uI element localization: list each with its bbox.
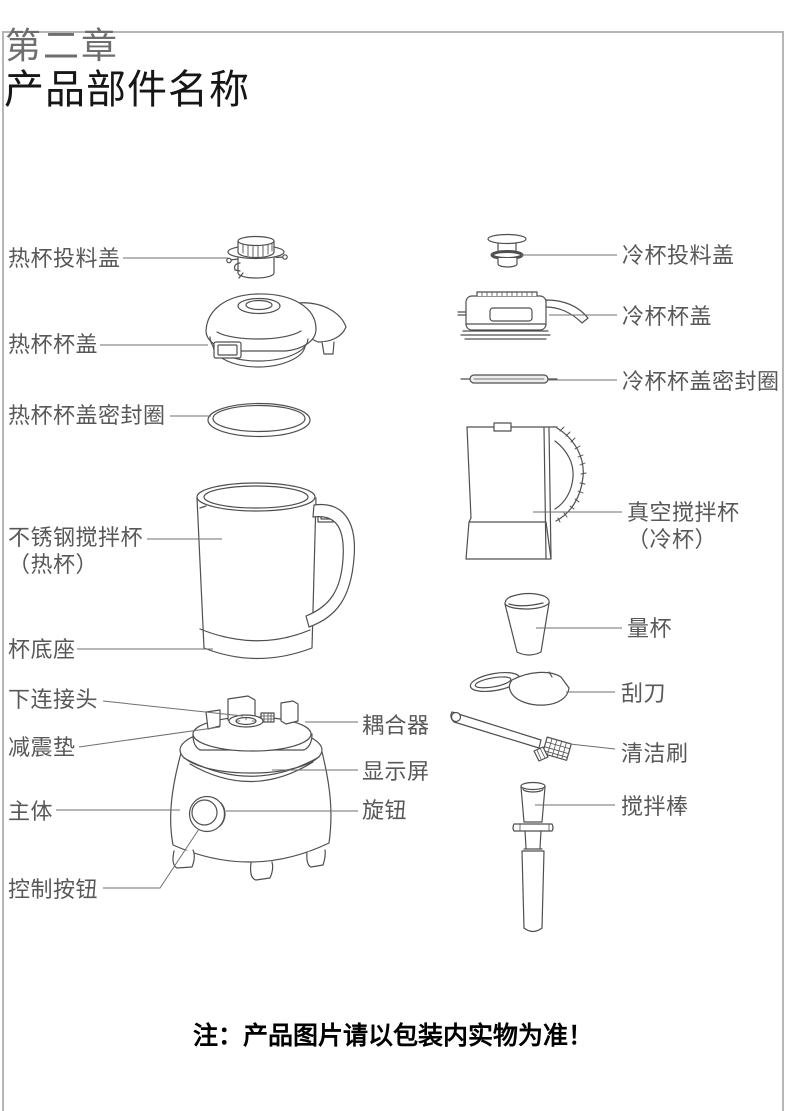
- cleaning-brush-drawing: [450, 711, 572, 762]
- main-body-drawing: [170, 695, 332, 881]
- footer-note: 注：产品图片请以包装内实物为准！: [193, 1022, 594, 1050]
- part-label-scraper: 刮刀: [621, 681, 667, 706]
- stainless-jar-drawing: [196, 482, 356, 660]
- part-label-stainless-jar-hot: 不锈钢搅拌杯 （热杯）: [8, 525, 144, 577]
- vacuum-jar-drawing: [465, 422, 587, 560]
- part-label-measuring-cup: 量杯: [627, 616, 673, 641]
- part-label-cleaning-brush: 清洁刷: [621, 741, 689, 766]
- part-label-display-screen: 显示屏: [362, 759, 430, 784]
- hot-cup-seal-ring-drawing: [207, 402, 311, 438]
- hot-cup-lid-drawing: [205, 293, 347, 368]
- hot-cup-feed-lid-drawing: [226, 235, 288, 279]
- part-label-hot-cup-lid: 热杯杯盖: [8, 332, 99, 357]
- stir-stick-drawing: [512, 781, 554, 933]
- part-label-cold-cup-seal-ring: 冷杯杯盖密封圈: [622, 369, 780, 394]
- part-label-hot-cup-lid-seal-ring: 热杯杯盖密封圈: [8, 403, 166, 428]
- part-label-main-body: 主体: [8, 799, 54, 824]
- leader-lower-connector: [102, 700, 244, 717]
- leader-control-button: [103, 828, 200, 889]
- leader-cleaning-brush: [569, 743, 616, 750]
- part-label-coupler: 耦合器: [362, 713, 430, 738]
- page-title: 产品部件名称: [4, 68, 250, 112]
- part-label-knob: 旋钮: [362, 798, 408, 823]
- part-label-cold-cup-feed-lid: 冷杯投料盖: [622, 243, 735, 268]
- part-label-hot-cup-feed-lid: 热杯投料盖: [8, 246, 121, 271]
- measuring-cup-drawing: [504, 592, 550, 656]
- scraper-drawing: [469, 671, 570, 706]
- leader-lines: [56, 254, 622, 889]
- part-label-vacuum-jar-cold: 真空搅拌杯 （冷杯）: [627, 500, 740, 552]
- part-label-control-button: 控制按钮: [8, 877, 99, 902]
- cold-cup-lid-drawing: [457, 291, 589, 340]
- part-label-stir-stick: 搅拌棒: [621, 794, 689, 819]
- part-label-cup-base: 杯底座: [8, 637, 76, 662]
- chapter-label: 第二章: [5, 25, 120, 66]
- cold-cup-feed-lid-drawing: [487, 233, 527, 268]
- part-label-cold-cup-lid: 冷杯杯盖: [622, 304, 713, 329]
- part-label-damper-pad: 减震垫: [8, 735, 76, 760]
- leader-damper-pad: [78, 726, 221, 748]
- cold-cup-seal-ring-drawing: [460, 374, 558, 384]
- part-label-lower-connector: 下连接头: [8, 687, 99, 712]
